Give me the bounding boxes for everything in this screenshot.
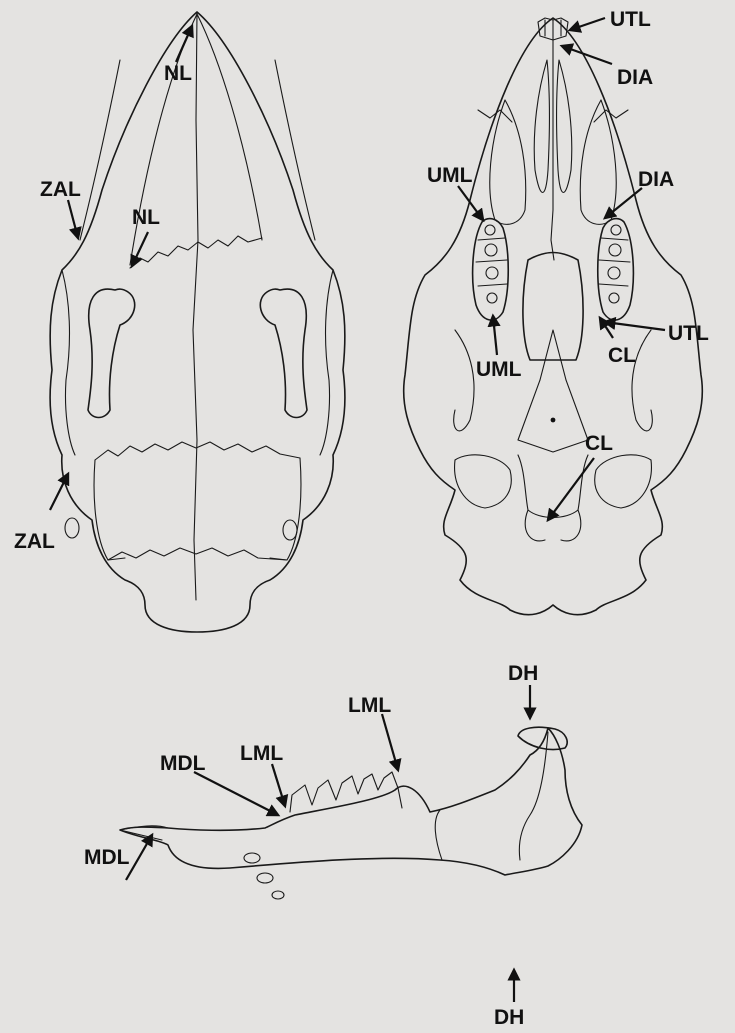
label-dia-right: DIA — [638, 168, 674, 191]
label-lml-mid: LML — [240, 742, 283, 765]
label-utl-right: UTL — [668, 322, 709, 345]
label-uml-upper: UML — [427, 164, 473, 187]
ear-right — [283, 520, 297, 540]
zygomatic-arch-right — [320, 270, 333, 455]
arrow-cl-upper — [600, 318, 613, 338]
label-mdl-left: MDL — [84, 846, 130, 869]
arrow-utl-right — [605, 322, 665, 330]
ear-left — [65, 518, 79, 538]
mental-foramen-2 — [257, 873, 273, 883]
mental-foramen-3 — [272, 891, 284, 899]
auditory-bulla-left — [455, 455, 512, 508]
basisphenoid-foramen — [551, 418, 556, 423]
occipital-suture — [108, 548, 287, 560]
rostrum-side-left — [80, 60, 120, 240]
dorsal-skull-outline — [50, 12, 345, 632]
upper-molar-row-right — [598, 219, 634, 320]
masseteric-ridge — [519, 732, 548, 860]
basisphenoid — [518, 330, 588, 452]
basioccipital — [518, 455, 588, 518]
lower-molar-row — [290, 772, 402, 812]
incisive-foramen-left — [534, 60, 549, 193]
arrow-lml-mid — [272, 764, 285, 806]
label-zal-lower: ZAL — [14, 530, 55, 553]
condylar-process — [518, 727, 567, 749]
orbit-right — [260, 289, 307, 417]
rostrum-side-right — [275, 60, 315, 240]
pterygoid-left — [454, 330, 474, 431]
arrow-uml-lower — [493, 316, 497, 355]
ventral-view — [404, 18, 703, 615]
upper-molar-row-left — [473, 219, 509, 320]
label-arrows — [50, 18, 665, 1002]
arrow-mdl-mid — [194, 772, 278, 815]
label-lml-upper: LML — [348, 694, 391, 717]
palate-midline — [551, 40, 554, 260]
dorsal-midline — [193, 12, 198, 600]
label-cl-upper: CL — [608, 344, 636, 367]
arrow-cl-lower — [548, 458, 594, 520]
incisive-foramen-right — [557, 60, 572, 193]
arrow-uml-upper — [458, 186, 483, 220]
arrow-mdl-left — [126, 835, 152, 880]
mental-foramen-1 — [244, 853, 260, 863]
zygomatic-arch-left — [62, 270, 75, 455]
label-dh-top: DH — [508, 662, 538, 685]
label-dia-top: DIA — [617, 66, 653, 89]
label-zal-upper: ZAL — [40, 178, 81, 201]
frontonasal-suture — [130, 236, 262, 268]
label-nl-top: NL — [164, 62, 192, 85]
labels: NL NL ZAL ZAL UTL DIA UML DIA UML CL UTL… — [14, 8, 709, 1029]
mesopterygoid-fossa — [523, 253, 583, 361]
incisor-cluster — [538, 18, 568, 40]
arrow-zal-lower — [50, 474, 68, 510]
mandible-outline — [120, 728, 582, 875]
arrow-utl-top — [570, 18, 605, 30]
label-cl-lower: CL — [585, 432, 613, 455]
arrow-lml-upper — [382, 714, 398, 770]
palatal-depression-right — [580, 100, 616, 224]
label-nl-mid: NL — [132, 206, 160, 229]
braincase-right — [270, 458, 301, 560]
palatal-depression-left — [490, 100, 526, 224]
label-mdl-mid: MDL — [160, 752, 206, 775]
label-dh-bottom: DH — [494, 1006, 524, 1029]
braincase-left — [94, 460, 125, 560]
braincase-suture — [95, 442, 300, 460]
angular-process — [435, 810, 442, 860]
nasal-right — [197, 14, 262, 240]
orbit-left — [88, 289, 135, 417]
arrow-zal-upper — [68, 200, 78, 238]
dorsal-view — [50, 12, 345, 632]
label-uml-lower: UML — [476, 358, 522, 381]
auditory-bulla-right — [595, 455, 652, 508]
label-utl-top: UTL — [610, 8, 651, 31]
